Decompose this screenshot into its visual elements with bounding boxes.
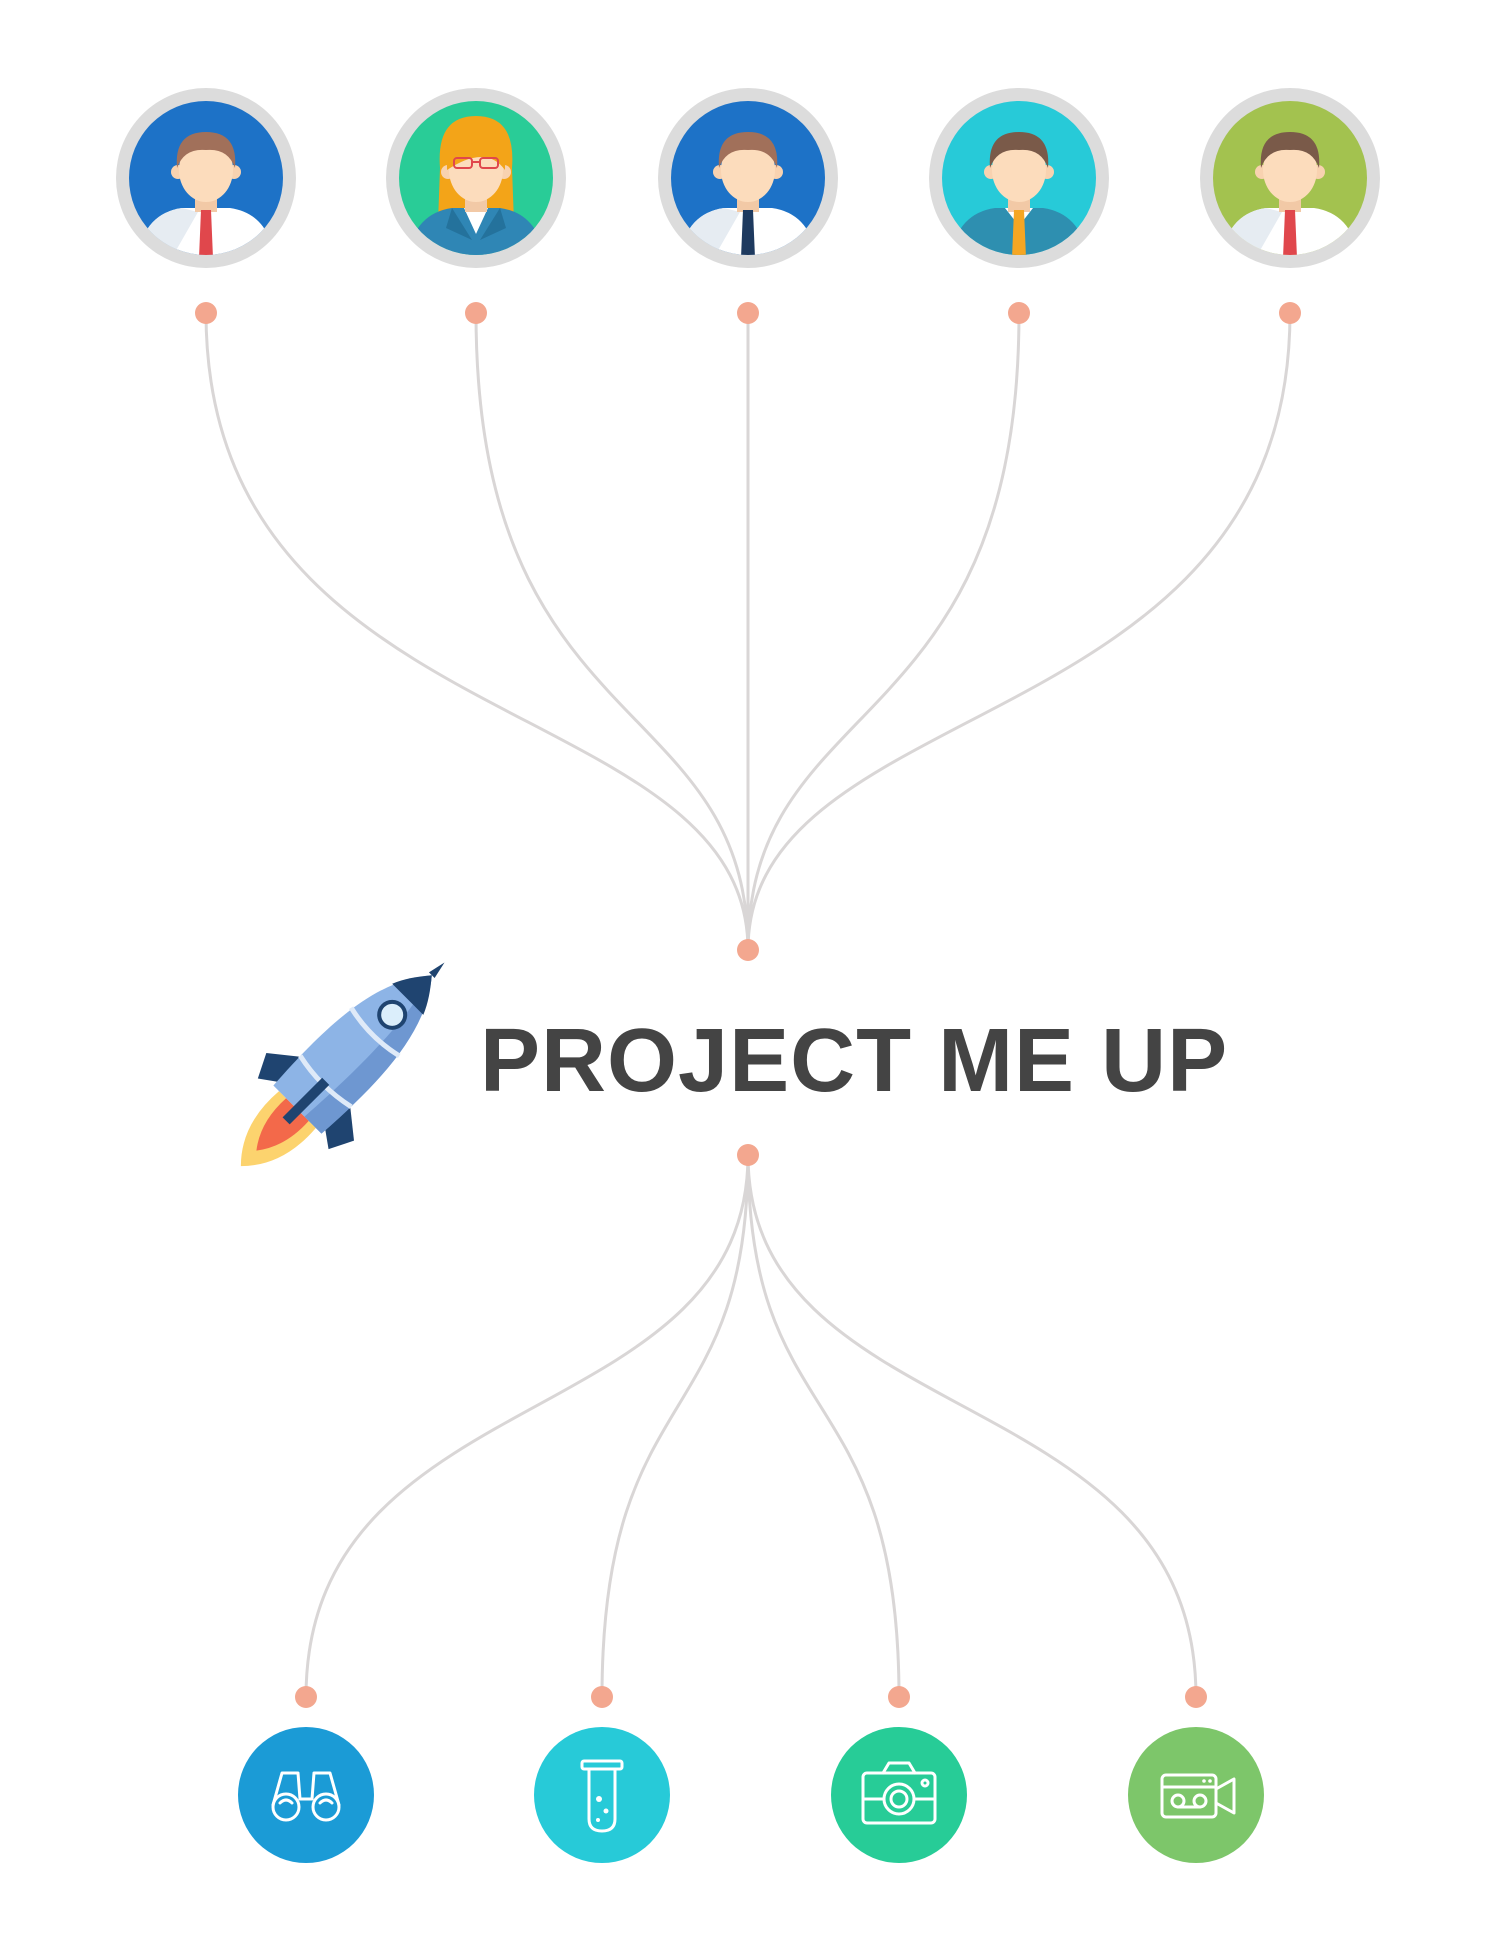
- project-title: PROJECT ME UP: [480, 1011, 1228, 1111]
- binoculars-icon: [271, 1771, 341, 1822]
- hub-dot-top: [737, 939, 759, 961]
- connector-dot: [1279, 302, 1301, 324]
- tool-circle: [831, 1727, 967, 1863]
- connector-dot: [888, 1686, 910, 1708]
- hub-dot-bottom: [737, 1144, 759, 1166]
- connector-dot: [195, 302, 217, 324]
- connector-dot: [1185, 1686, 1207, 1708]
- connectors: [204, 312, 1292, 1698]
- tool-circle: [534, 1727, 670, 1863]
- tool-video-camera-icon: [1128, 1727, 1264, 1863]
- connector-dot: [295, 1686, 317, 1708]
- avatar-member-4: [929, 88, 1109, 268]
- connector-dot: [465, 302, 487, 324]
- team-avatars: [116, 88, 1380, 268]
- connector-line: [304, 1154, 750, 1698]
- connector-line: [746, 312, 1292, 951]
- camera-icon: [861, 1761, 937, 1825]
- connector-dot: [591, 1686, 613, 1708]
- avatar-member-2: [386, 88, 566, 268]
- tool-camera-icon: [831, 1727, 967, 1863]
- connector-dot: [737, 302, 759, 324]
- tool-test-tube-icon: [534, 1727, 670, 1863]
- connector-dot: [1008, 302, 1030, 324]
- connector-line: [474, 312, 750, 951]
- avatar-member-5: [1200, 88, 1380, 268]
- connector-line: [204, 312, 750, 951]
- tool-icons: [238, 1727, 1264, 1863]
- connector-line: [746, 312, 1021, 951]
- video-camera-icon: [1160, 1773, 1236, 1819]
- test-tube-icon: [580, 1759, 624, 1833]
- connector-dots: [195, 302, 1301, 1708]
- avatar-member-1: [116, 88, 296, 268]
- connector-line: [746, 1154, 1198, 1698]
- connector-line: [746, 1154, 901, 1698]
- connector-line: [600, 1154, 750, 1698]
- rocket-icon: [240, 962, 445, 1167]
- avatar-member-3: [658, 88, 838, 268]
- tool-circle: [238, 1727, 374, 1863]
- tool-binoculars-icon: [238, 1727, 374, 1863]
